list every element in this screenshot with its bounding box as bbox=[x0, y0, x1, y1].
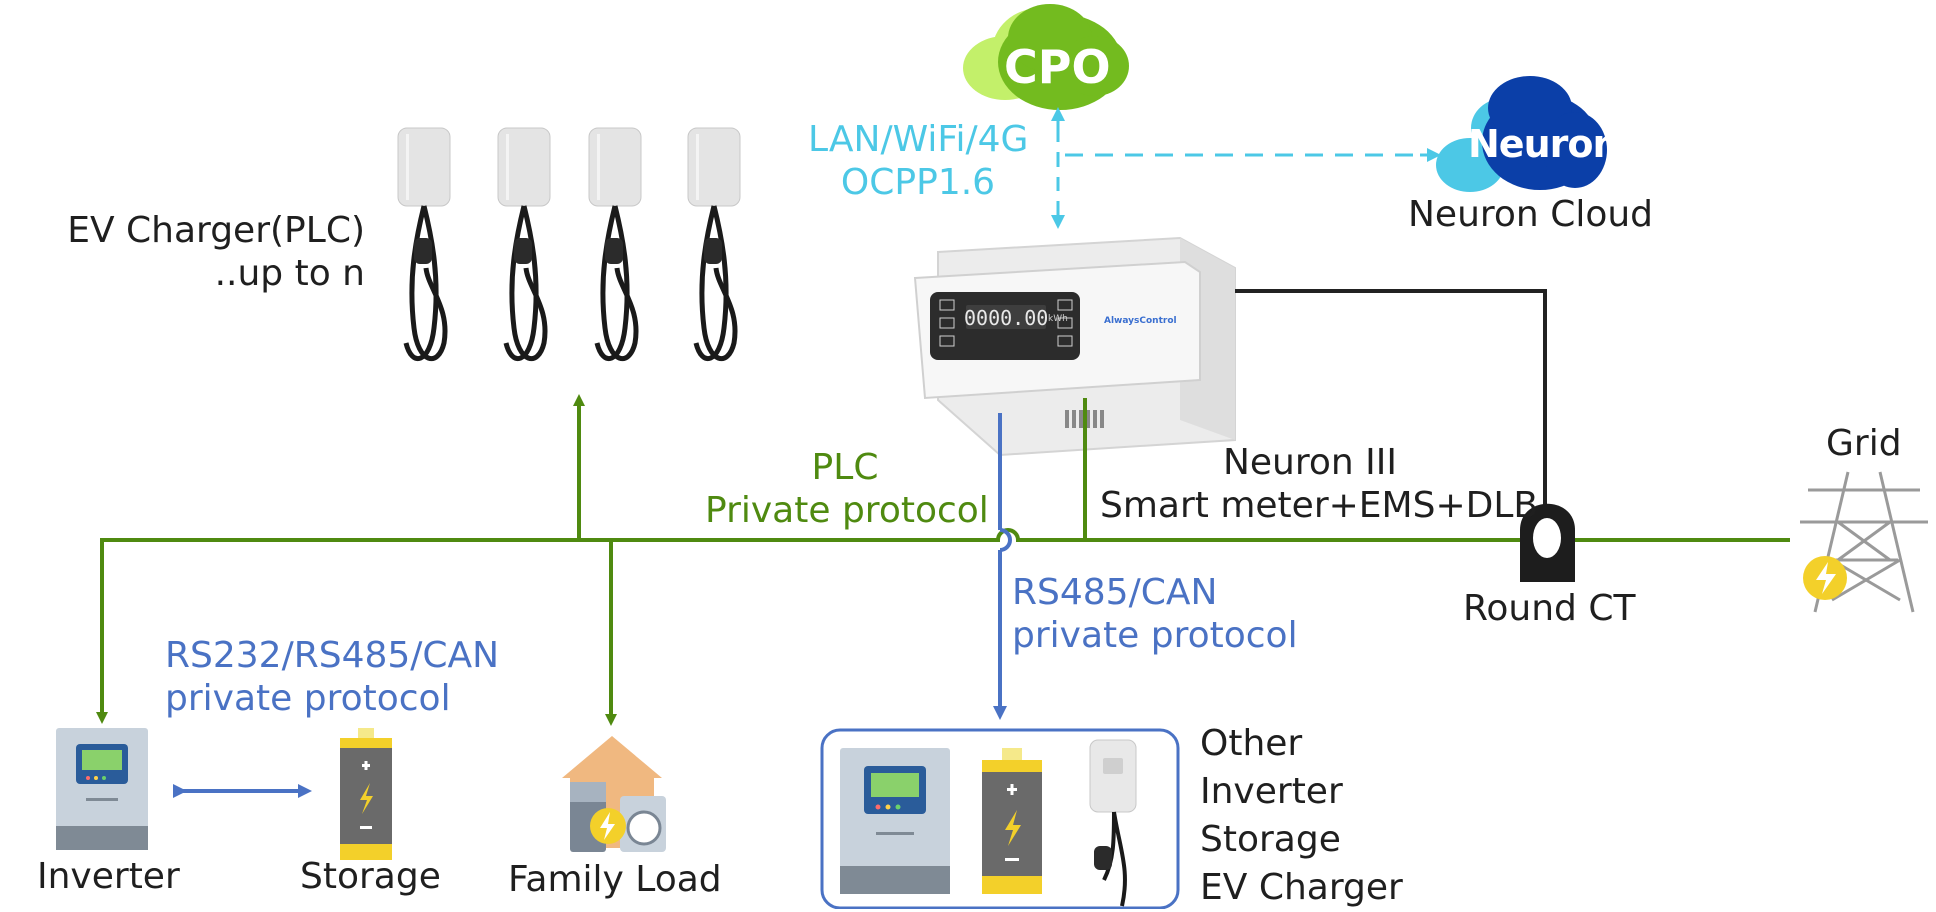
cpo-label: CPO bbox=[1004, 40, 1111, 94]
network-protocol: OCPP1.6 bbox=[840, 162, 996, 204]
neuron-meter-device bbox=[913, 236, 1236, 457]
other-line: Inverter bbox=[1200, 771, 1343, 812]
network-protocol-label: LAN/WiFi/4G OCPP1.6 bbox=[808, 118, 1028, 204]
other-ev-charger-icon bbox=[1089, 739, 1137, 907]
ev-charger-count: ..up to n bbox=[214, 253, 365, 295]
round-ct-label: Round CT bbox=[1463, 588, 1636, 629]
network-media: LAN/WiFi/4G bbox=[808, 119, 1029, 160]
meter-brand-label: AlwaysControl bbox=[1104, 316, 1177, 326]
ev-charger-icon bbox=[588, 127, 642, 362]
family-load-label: Family Load bbox=[508, 859, 722, 900]
inverter-icon bbox=[56, 728, 148, 850]
rs485-desc: private protocol bbox=[1012, 615, 1298, 657]
grid-label: Grid bbox=[1826, 423, 1902, 464]
inverter-label: Inverter bbox=[37, 856, 180, 897]
other-storage-icon bbox=[982, 748, 1042, 894]
rs232-desc: private protocol bbox=[165, 678, 451, 720]
other-line: Other bbox=[1200, 723, 1303, 764]
other-line: EV Charger bbox=[1200, 867, 1403, 908]
ev-charger-group bbox=[397, 127, 741, 362]
storage-battery-icon bbox=[340, 728, 392, 860]
other-line: Storage bbox=[1200, 819, 1341, 860]
neuron-cloud-icon bbox=[1436, 76, 1607, 192]
plc-desc: Private protocol bbox=[705, 490, 989, 532]
network-links bbox=[1051, 107, 1441, 229]
family-load-icon bbox=[562, 736, 666, 852]
rs232-title: RS232/RS485/CAN bbox=[165, 635, 500, 676]
rs232-protocol-label: RS232/RS485/CAN private protocol bbox=[165, 634, 499, 720]
meter-display-unit: kWh bbox=[1048, 314, 1068, 324]
rs485-line bbox=[993, 413, 1012, 720]
round-ct-icon bbox=[1520, 503, 1575, 582]
neuron-cloud-label: Neuron Cloud bbox=[1408, 194, 1654, 235]
neuron-iii-name: Neuron III bbox=[1222, 442, 1398, 483]
ev-charger-title: EV Charger(PLC) bbox=[67, 210, 365, 251]
ev-charger-label: EV Charger(PLC) ..up to n bbox=[67, 209, 365, 295]
ev-charger-icon bbox=[687, 127, 741, 362]
ev-charger-icon bbox=[497, 127, 551, 362]
cpo-cloud-icon bbox=[963, 4, 1129, 110]
meter-display-value: 0000.00 bbox=[964, 306, 1049, 330]
rs485-title: RS485/CAN bbox=[1012, 572, 1218, 613]
plc-lines bbox=[96, 394, 1790, 726]
rs485-protocol-label: RS485/CAN private protocol bbox=[1012, 571, 1298, 657]
neuron-iii-label: Neuron III Smart meter+EMS+DLB bbox=[1100, 441, 1539, 527]
ev-charger-icon bbox=[397, 127, 451, 362]
other-devices-label: Other Inverter Storage EV Charger bbox=[1200, 720, 1403, 912]
ct-wire bbox=[1235, 289, 1547, 510]
plc-protocol-label: PLC Private protocol bbox=[705, 446, 989, 532]
lightning-badge-icon bbox=[1803, 556, 1847, 600]
plc-title: PLC bbox=[811, 447, 879, 488]
neuron-logo-text: Neuron bbox=[1468, 122, 1620, 166]
neuron-iii-desc: Smart meter+EMS+DLB bbox=[1100, 485, 1539, 527]
other-inverter-icon bbox=[840, 748, 950, 894]
storage-label: Storage bbox=[300, 856, 441, 897]
